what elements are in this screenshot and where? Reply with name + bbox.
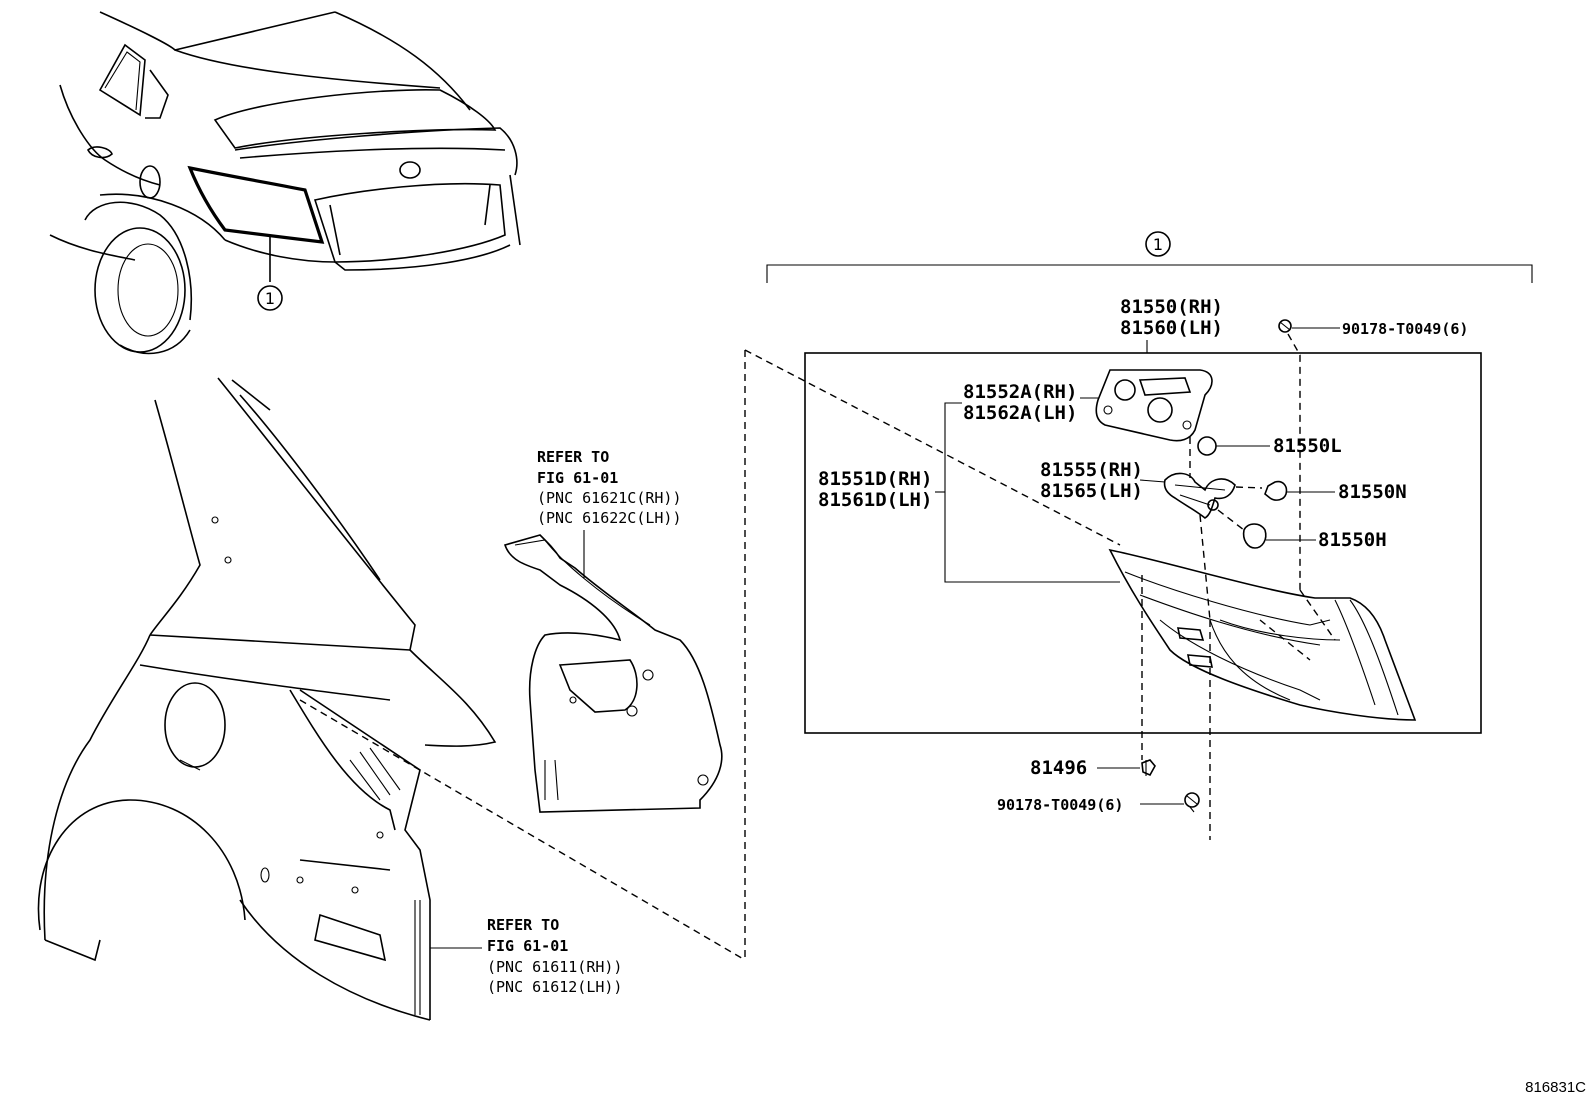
callout-1-car: 1 [265, 289, 275, 308]
screw-bottom-icon [1184, 792, 1200, 813]
screw-top-icon [1278, 319, 1292, 333]
label-screw-top: 90178-T0049(6) [1342, 320, 1468, 338]
car-rear-illustration: 1 [49, 11, 521, 355]
label-81550l: 81550L [1273, 435, 1342, 457]
callout-1-assembly: 1 [1153, 235, 1163, 254]
clip-81496-icon [1141, 759, 1156, 777]
label-81560-lh: 81560(LH) [1120, 317, 1223, 339]
refer-upper-pnc-rh: (PNC 61621C(RH)) [537, 489, 682, 507]
inner-panel-illustration [503, 534, 723, 813]
refer-lower-title: REFER TO [487, 916, 559, 934]
diagram-id: 816831C [1525, 1079, 1586, 1096]
gasket-illustration [1095, 369, 1213, 442]
tail-lamp-lens-illustration [1108, 548, 1417, 721]
label-81565-lh: 81565(LH) [1040, 480, 1143, 502]
label-81552a-rh: 81552A(RH) [963, 381, 1077, 403]
refer-lower-pnc-lh: (PNC 61612(LH)) [487, 978, 622, 996]
refer-lower-pnc-rh: (PNC 61611(RH)) [487, 958, 622, 976]
socket-harness-illustration [1163, 472, 1236, 519]
label-screw-bottom: 90178-T0049(6) [997, 796, 1123, 814]
bulb-81550l-icon [1197, 436, 1217, 456]
label-81550-rh: 81550(RH) [1120, 296, 1223, 318]
refer-upper-fig: FIG 61-01 [537, 469, 618, 487]
bulb-81550n-icon [1264, 480, 1288, 501]
label-81550h: 81550H [1318, 529, 1387, 551]
lamp-assembly-box [804, 352, 1482, 734]
bulb-81550h-icon [1242, 523, 1267, 549]
refer-upper-pnc-lh: (PNC 61622C(LH)) [537, 509, 682, 527]
refer-upper-title: REFER TO [537, 448, 609, 466]
label-81551d-rh: 81551D(RH) [818, 468, 932, 490]
label-81550n: 81550N [1338, 481, 1407, 503]
label-81496: 81496 [1030, 757, 1087, 779]
label-81562a-lh: 81562A(LH) [963, 402, 1077, 424]
quarter-panel-illustration [37, 377, 497, 1021]
label-81561d-lh: 81561D(LH) [818, 489, 932, 511]
refer-lower-fig: FIG 61-01 [487, 937, 568, 955]
label-81555-rh: 81555(RH) [1040, 459, 1143, 481]
